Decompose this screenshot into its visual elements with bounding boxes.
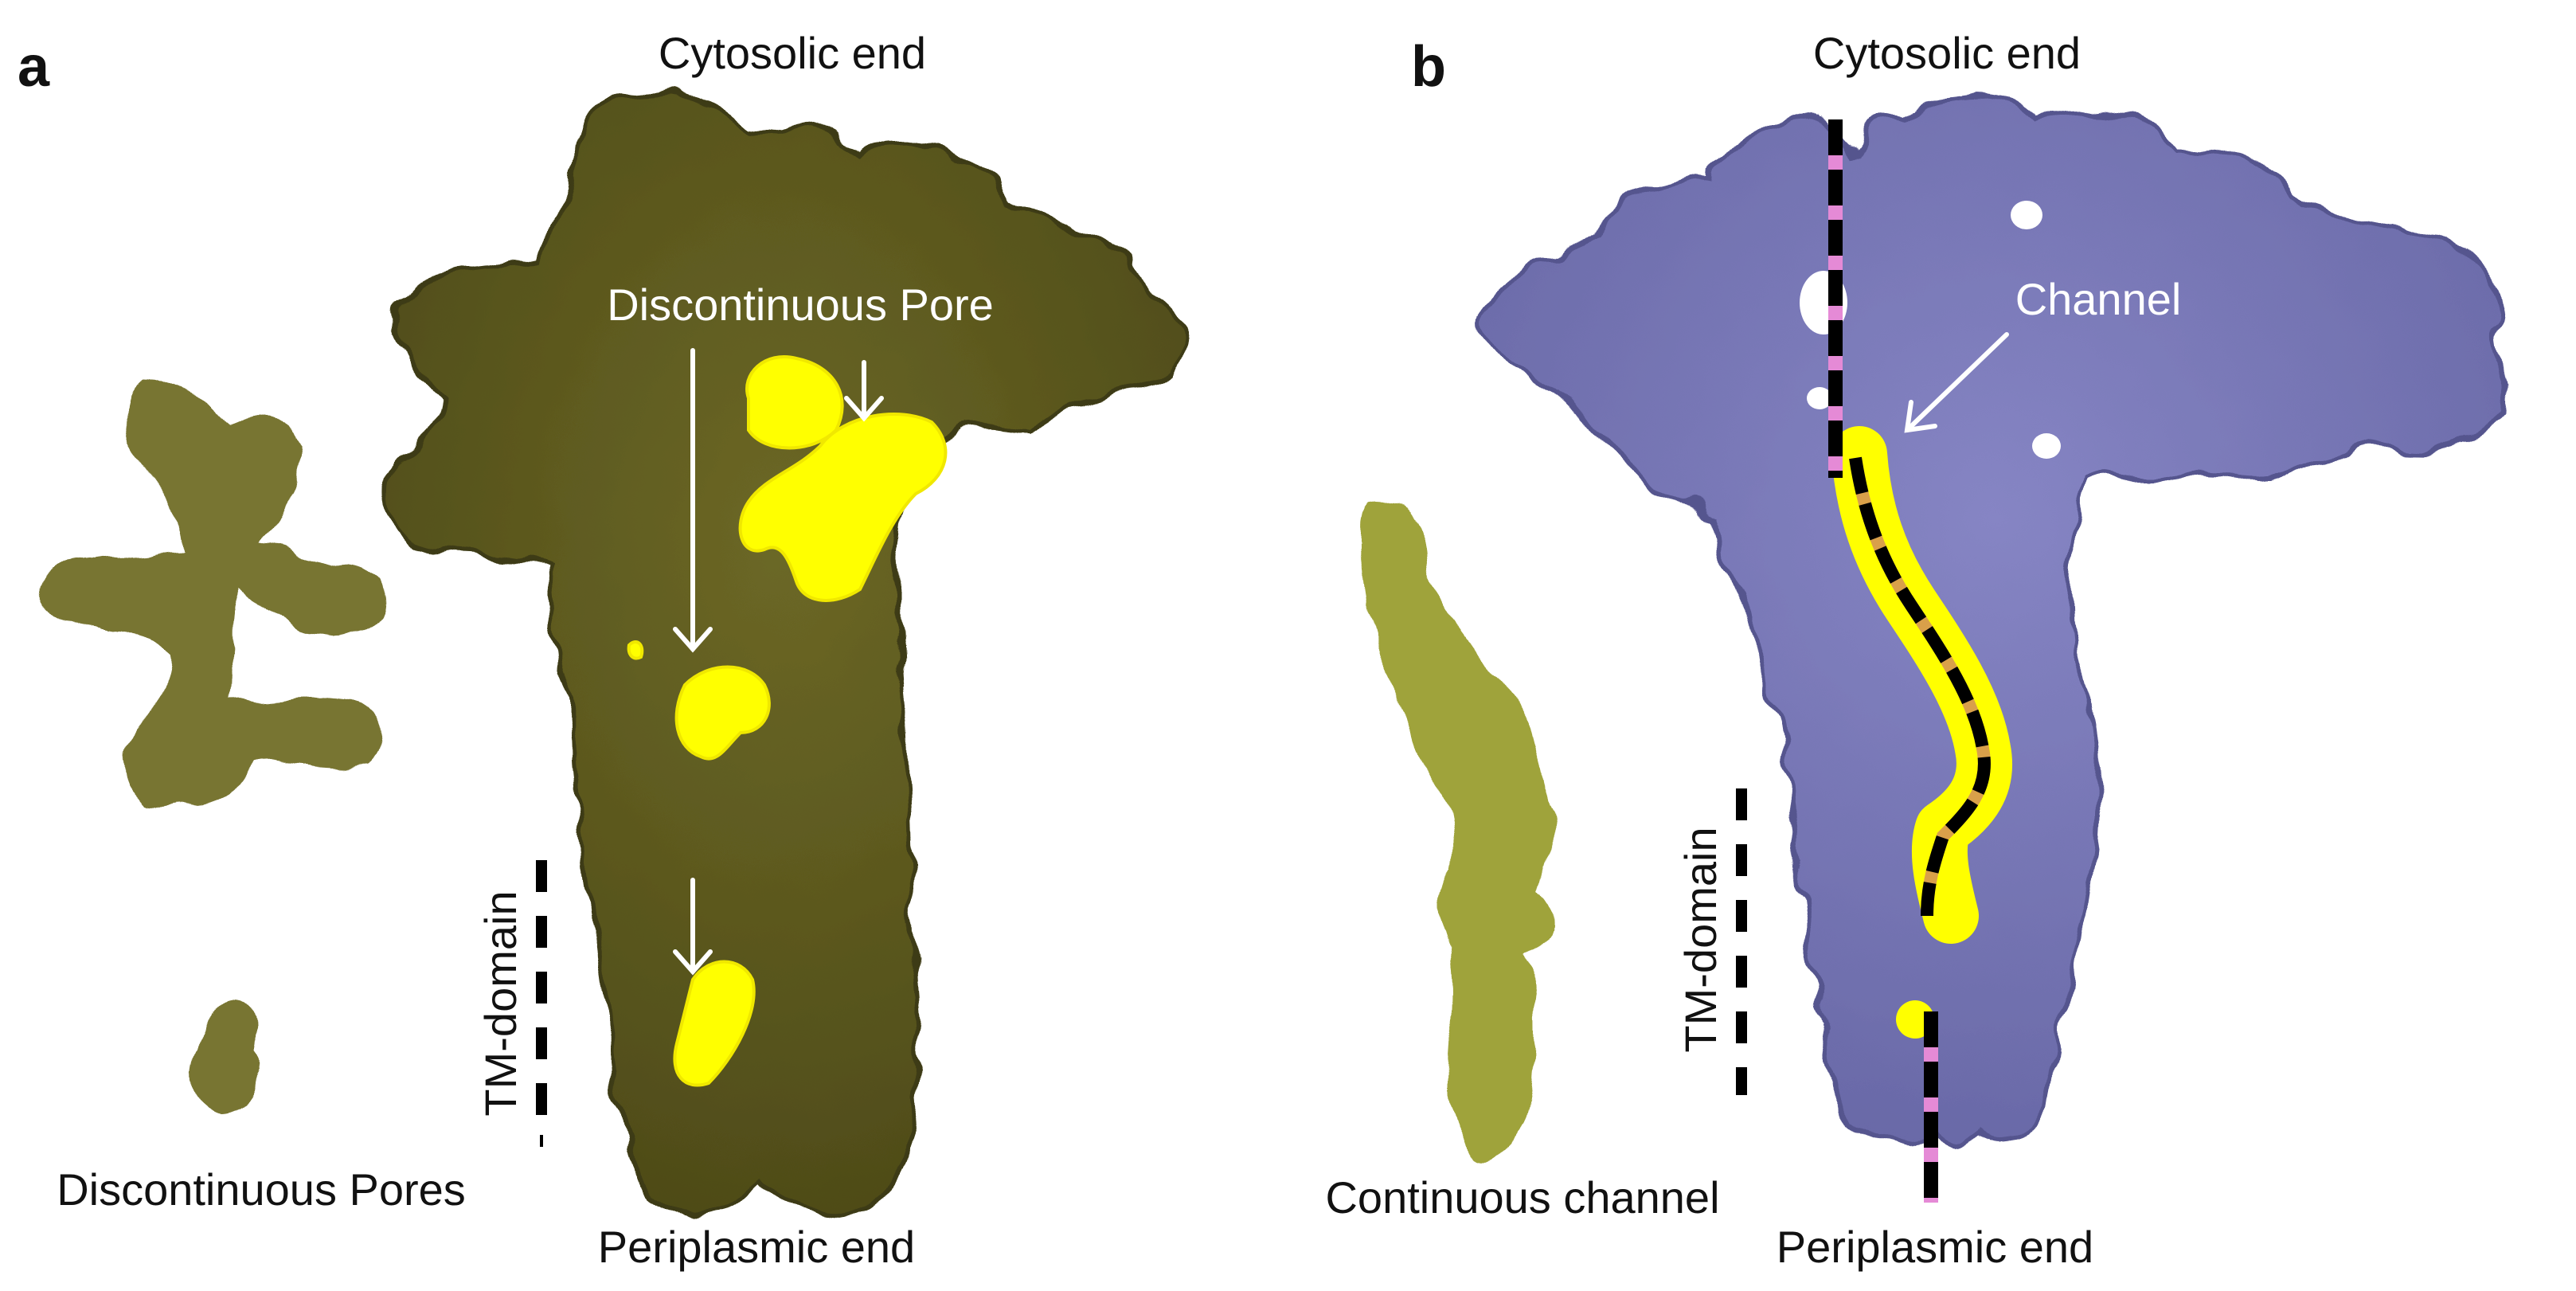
arrow-b-head — [1904, 400, 1937, 433]
panel-b-periplasmic-label: Periplasmic end — [1777, 1222, 2093, 1272]
hole — [2011, 201, 2042, 229]
hole — [2032, 433, 2061, 459]
panel-b-cytosolic-label: Cytosolic end — [1813, 28, 2081, 78]
panel-a-pore-label: Discontinuous Pore — [607, 280, 994, 330]
pore-a-4 — [627, 640, 644, 660]
panel-a-side-label: Discontinuous Pores — [57, 1164, 466, 1215]
panel-a-arrows — [673, 348, 884, 976]
side-pore-small — [193, 1002, 261, 1115]
panel-a-tm-label: TM-domain — [475, 890, 526, 1116]
pore-a-5 — [673, 960, 756, 1087]
pore-a-3 — [674, 665, 771, 761]
panel-b: b Cytosolic end Periplasmic end Channel — [1325, 28, 2512, 1272]
panel-b-tm-label: TM-domain — [1675, 827, 1726, 1052]
panel-b-protein-surface — [1481, 93, 2512, 1145]
panel-b-arrow — [1904, 332, 2009, 433]
pore-a-1 — [745, 355, 844, 450]
panel-b-side-label: Continuous channel — [1325, 1172, 1719, 1223]
panel-a-protein-surface — [384, 89, 1182, 1217]
arrow-b-line — [1905, 332, 2009, 432]
arrow-a-bottom-head — [673, 949, 713, 976]
panel-a-periplasmic-label: Periplasmic end — [598, 1222, 915, 1272]
panel-b-protein-shape — [1481, 93, 2512, 1145]
panel-a-protein-shape — [384, 89, 1182, 1217]
panel-a-pores — [627, 355, 948, 1087]
panel-b-letter: b — [1411, 35, 1446, 99]
pore-a-2 — [738, 413, 948, 602]
arrow-a-long-head — [673, 627, 713, 653]
panel-a-letter: a — [18, 35, 50, 99]
panel-a-cytosolic-label: Cytosolic end — [659, 28, 926, 78]
hole — [1807, 387, 1832, 409]
panel-b-channel-label: Channel — [2015, 274, 2182, 324]
arrow-a-short-head — [844, 396, 884, 422]
axis-channel — [1849, 456, 1991, 917]
panel-b-side-channel — [1360, 500, 1554, 1163]
panel-a: a Cytosolic end Periplasmic end Disconti… — [18, 28, 1182, 1272]
side-pore-large — [40, 374, 388, 807]
panel-a-side-pores — [40, 374, 388, 1115]
